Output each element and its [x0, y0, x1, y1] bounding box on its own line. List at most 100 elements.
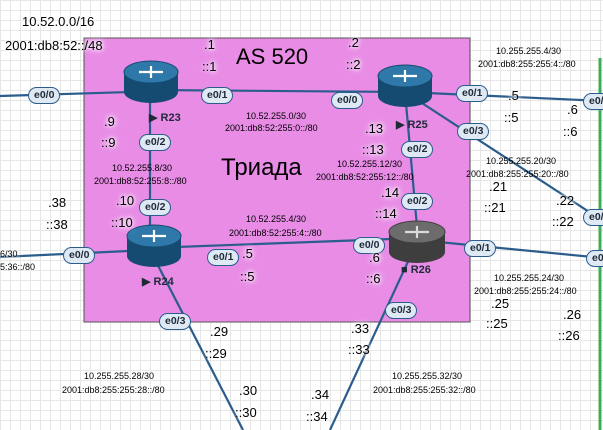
addr-peer-e24-ipv6: ::26 — [558, 328, 580, 343]
addr-r26-e03-ipv4: .33 — [351, 321, 370, 336]
addr-r26-e00-ipv6: ::6 — [366, 271, 381, 286]
iface-r25-e0-3[interactable]: e0/3 — [457, 123, 490, 140]
net-label-e32-ipv6: 2001:db8:255:255:32::/80 — [373, 385, 476, 395]
addr-r25-e03-ipv4: .21 — [489, 179, 508, 194]
triad-label: Триада — [221, 154, 302, 181]
net-label-8-ipv4: 10.52.255.8/30 — [112, 163, 173, 173]
link-r26-e32 — [329, 239, 419, 430]
iface-r26-e0-3[interactable]: e0/3 — [385, 302, 418, 319]
net-label-e20-ipv4: 10.255.255.20/30 — [486, 156, 557, 166]
router-r26-label[interactable]: ■ R26 — [401, 264, 431, 276]
addr-r23-e02-ipv4: .9 — [104, 114, 115, 129]
addr-r24-e01-ipv4: .5 — [242, 246, 253, 261]
link-r25-e4 — [404, 90, 603, 103]
iface-r23-e0-1[interactable]: e0/1 — [201, 87, 234, 104]
iface-r25-e0-1[interactable]: e0/1 — [456, 85, 489, 102]
addr-r26-e02-ipv6: ::14 — [375, 206, 397, 221]
iface-r24-e0-2[interactable]: e0/2 — [139, 199, 172, 216]
net-label-4-ipv6: 2001:db8:52:255:4::/80 — [229, 228, 322, 238]
addr-r24-e00-ipv6: ::38 — [46, 217, 68, 232]
as-title: AS 520 — [236, 44, 309, 69]
iface-r26-e0-1[interactable]: e0/1 — [464, 240, 497, 257]
net-label-4-ipv4: 10.52.255.4/30 — [246, 214, 307, 224]
net-label-12-ipv4: 10.52.255.12/30 — [337, 159, 403, 169]
addr-r25-e03-ipv6: ::21 — [484, 200, 506, 215]
iface-r24-e0-0[interactable]: e0/0 — [63, 247, 96, 264]
addr-r26-e02-ipv4: .14 — [381, 185, 400, 200]
router-r26-icon[interactable] — [388, 220, 446, 263]
addr-peer-e20-ipv6: ::22 — [552, 214, 574, 229]
iface-r26-e0-0[interactable]: e0/0 — [353, 237, 386, 254]
net-label-0-ipv4: 10.52.255.0/30 — [246, 111, 307, 121]
addr-peer-e28-ipv4: .30 — [239, 383, 258, 398]
link-r25-e20 — [404, 91, 603, 222]
net-label-e4-ipv4: 10.255.255.4/30 — [496, 46, 562, 56]
link-r23-r25 — [149, 88, 406, 94]
net-label-e32-ipv4: 10.255.255.32/30 — [392, 371, 463, 381]
addr-r26-e03-ipv6: ::33 — [348, 342, 370, 357]
router-r23-icon[interactable] — [123, 60, 179, 103]
router-r24-label[interactable]: ▶ R24 — [142, 276, 174, 288]
addr-peer-e4-ipv6: ::6 — [563, 124, 578, 139]
addr-r25-ipv6: ::2 — [346, 57, 361, 72]
addr-r26-e01-ipv6: ::25 — [486, 316, 508, 331]
iface-r26-e0-2[interactable]: e0/2 — [401, 193, 434, 210]
link-r24-e28 — [149, 249, 244, 430]
router-r24-icon[interactable] — [126, 224, 182, 267]
net-label-0-ipv6: 2001:db8:52:255:0::/80 — [225, 123, 318, 133]
net-label-8-ipv6: 2001:db8:52:255:8::/80 — [94, 176, 187, 186]
addr-r24-e02-ipv6: ::10 — [111, 215, 133, 230]
iface-peer-e4[interactable]: e0/0 — [583, 93, 603, 110]
addr-r25-e02-ipv6: ::13 — [362, 142, 384, 157]
iface-r24-e0-1[interactable]: e0/1 — [207, 249, 240, 266]
addr-r25-e02-ipv4: .13 — [365, 121, 384, 136]
router-r23-label[interactable]: ▶ R23 — [149, 112, 181, 124]
net-label-e24-ipv6: 2001:db8:255:255:24::/80 — [474, 286, 577, 296]
net-label-e4-ipv6: 2001:db8:255:255:4::/80 — [478, 59, 576, 69]
summary-net-ipv6: 2001:db8:52::/48 — [5, 38, 103, 53]
iface-r25-e0-2[interactable]: e0/2 — [401, 141, 434, 158]
link-r25-r26 — [403, 91, 420, 239]
net-label-e20-ipv6: 2001:db8:255:255:20::/80 — [466, 169, 569, 179]
addr-peer-e4-ipv4: .6 — [567, 102, 578, 117]
addr-r25-e01-ipv4: .5 — [508, 88, 519, 103]
net-label-e28-ipv4: 10.255.255.28/30 — [84, 371, 155, 381]
addr-r24-e03-ipv6: ::29 — [205, 346, 227, 361]
iface-r23-e0-2[interactable]: e0/2 — [139, 134, 172, 151]
net-label-e28-ipv6: 2001:db8:255:255:28::/80 — [62, 385, 165, 395]
addr-r23-ipv6: ::1 — [202, 59, 217, 74]
addr-peer-e20-ipv4: .22 — [556, 193, 575, 208]
addr-r23-e02-ipv6: ::9 — [101, 135, 116, 150]
arrow-icon: ▶ — [396, 119, 405, 131]
addr-r24-e02-ipv4: .10 — [116, 193, 135, 208]
router-r25-icon[interactable] — [377, 64, 433, 107]
net-label-left-ipv6: 5:36::/80 — [0, 262, 36, 272]
addr-peer-e32-ipv6: ::34 — [306, 409, 328, 424]
iface-r25-e0-0[interactable]: e0/0 — [331, 92, 364, 109]
addr-r26-e00-ipv4: .6 — [369, 250, 380, 265]
stop-square-icon: ■ — [401, 264, 408, 276]
addr-peer-e32-ipv4: .34 — [311, 387, 330, 402]
addr-r24-e01-ipv6: ::5 — [240, 269, 255, 284]
addr-peer-e24-ipv4: .26 — [563, 307, 582, 322]
link-r26-e24 — [417, 238, 603, 260]
router-r25-label[interactable]: ▶ R25 — [396, 119, 428, 131]
link-left-r23 — [0, 90, 131, 98]
summary-net-ipv4: 10.52.0.0/16 — [22, 14, 95, 29]
addr-r25-ipv4: .2 — [348, 35, 359, 50]
net-label-left-ipv4: 6/30 — [0, 249, 18, 259]
iface-r23-e0-0[interactable]: e0/0 — [28, 87, 61, 104]
arrow-icon: ▶ — [142, 276, 151, 288]
iface-peer-e24[interactable]: e0/0 — [586, 250, 603, 267]
arrow-icon: ▶ — [149, 112, 158, 124]
net-label-e24-ipv4: 10.255.255.24/30 — [494, 273, 565, 283]
net-label-12-ipv6: 2001:db8:52:255:12::/80 — [316, 172, 414, 182]
addr-r23-ipv4: .1 — [204, 37, 215, 52]
addr-r25-e01-ipv6: ::5 — [504, 110, 519, 125]
addr-r26-e01-ipv4: .25 — [491, 296, 510, 311]
iface-r24-e0-3[interactable]: e0/3 — [159, 313, 192, 330]
addr-peer-e28-ipv6: ::30 — [235, 405, 257, 420]
iface-peer-e20[interactable]: e0/0 — [583, 209, 603, 226]
